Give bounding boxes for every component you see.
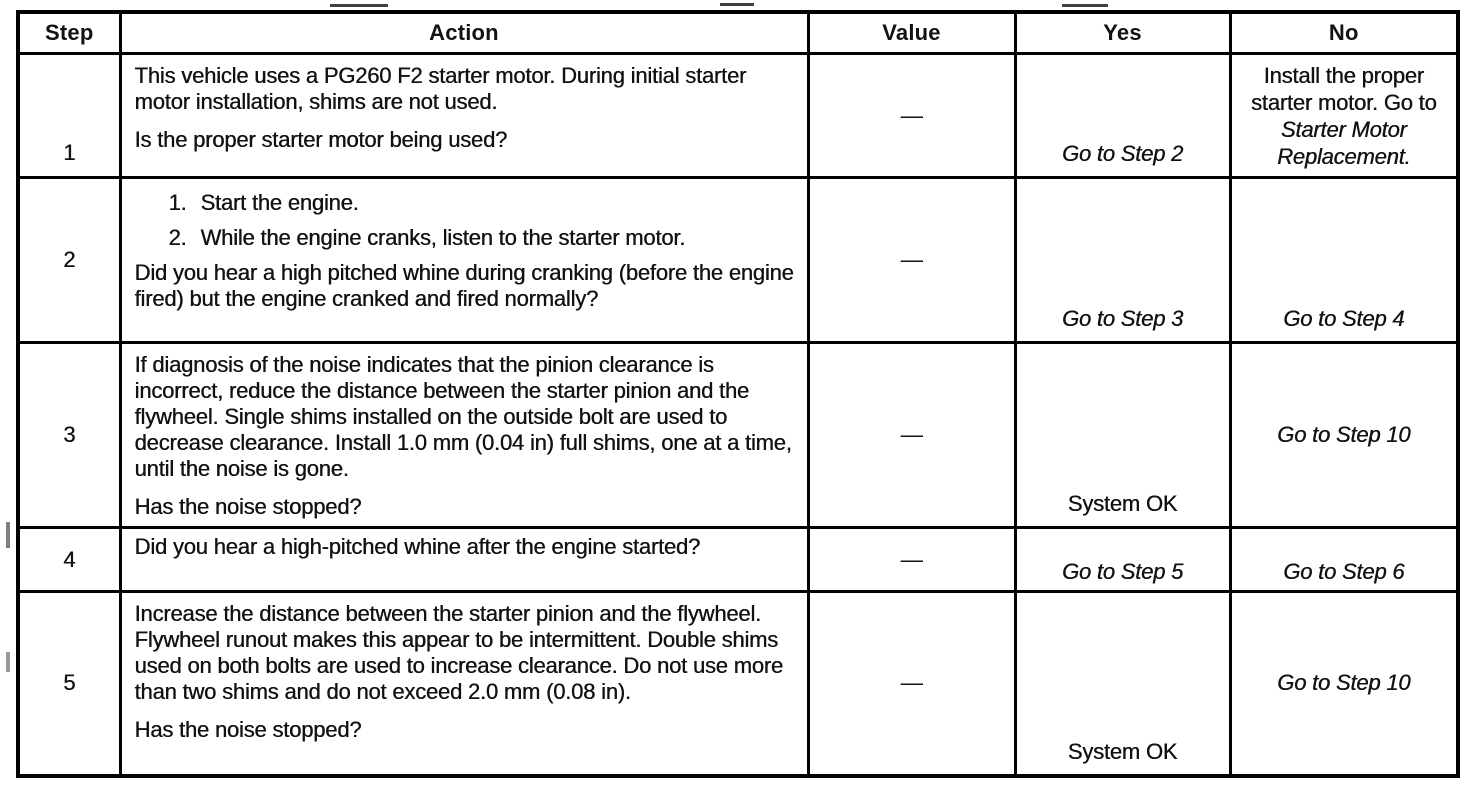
list-number: 1. [168,190,187,215]
yes-result: Go to Step 5 [1061,559,1184,584]
no-result: Go to Step 10 [1277,670,1411,696]
header-action: Action [118,10,810,55]
action-cell: This vehicle uses a PG260 F2 starter mot… [118,52,810,179]
yes-cell: System OK [1013,590,1232,777]
no-result-reference: Starter Motor Replacement. [1277,116,1411,169]
no-cell: Install the proper starter motor. Go to … [1228,52,1460,179]
no-cell: Go to Step 6 [1228,526,1460,593]
action-cell: 1. Start the engine. 2. While the engine… [118,176,810,344]
yes-cell: Go to Step 3 [1013,176,1232,344]
header-row: Step Action Value Yes No [16,10,1460,55]
no-result: Go to Step 10 [1277,422,1411,447]
scan-artifact [1062,4,1108,7]
value-dash: — [806,341,1017,529]
yes-cell: Go to Step 2 [1013,52,1232,179]
header-step: Step [16,10,122,55]
no-cell: Go to Step 10 [1228,590,1460,777]
step-number: 3 [16,341,122,529]
action-cell: Did you hear a high-pitched whine after … [118,526,810,593]
question-text: Is the proper starter motor being used? [134,127,508,152]
action-text: This vehicle uses a PG260 F2 starter mot… [134,63,747,114]
no-result: Install the proper starter motor. Go to [1250,62,1437,115]
yes-result: Go to Step 3 [1061,306,1184,331]
value-dash: — [806,590,1017,777]
diagnostic-table-scan: Step Action Value Yes No 1 This vehicle … [16,10,1460,778]
action-cell: If diagnosis of the noise indicates that… [118,341,810,529]
value-dash: — [806,176,1017,344]
scan-artifact [6,652,10,672]
no-cell: Go to Step 10 [1228,341,1460,529]
diagnostic-table: Step Action Value Yes No 1 This vehicle … [16,10,1460,778]
scan-artifact [6,522,10,548]
yes-cell: Go to Step 5 [1013,526,1232,593]
action-text: If diagnosis of the noise indicates that… [134,352,792,481]
step-number: 4 [16,526,122,593]
question-text: Has the noise stopped? [134,494,362,519]
action-list-item: 2. While the engine cranks, listen to th… [135,225,797,251]
action-list-item: 1. Start the engine. [135,190,797,216]
action-cell: Increase the distance between the starte… [118,590,810,777]
header-value: Value [806,10,1017,55]
scan-artifact [330,4,388,7]
table-row-step-1: 1 This vehicle uses a PG260 F2 starter m… [16,52,1460,179]
list-text: While the engine cranks, listen to the s… [200,225,686,250]
step-number: 2 [16,176,122,344]
value-dash: — [806,526,1017,593]
table-row-step-5: 5 Increase the distance between the star… [16,590,1460,777]
table-row-step-4: 4 Did you hear a high-pitched whine afte… [16,526,1460,593]
question-text: Has the noise stopped? [134,717,362,742]
value-dash: — [806,52,1017,179]
yes-result: System OK [1067,738,1178,764]
scan-artifact [720,3,754,6]
no-result: Go to Step 4 [1283,306,1405,331]
header-yes: Yes [1013,10,1232,55]
no-result: Go to Step 6 [1283,559,1405,584]
list-number: 2. [168,225,187,250]
header-no: No [1228,10,1460,55]
step-number: 1 [16,52,122,179]
yes-result: Go to Step 2 [1061,141,1184,166]
table-row-step-2: 2 1. Start the engine. 2. While the engi… [16,176,1460,344]
action-text: Increase the distance between the starte… [134,601,784,704]
step-number: 5 [16,590,122,777]
yes-cell: System OK [1013,341,1232,529]
table-row-step-3: 3 If diagnosis of the noise indicates th… [16,341,1460,529]
question-text: Did you hear a high pitched whine during… [134,260,794,311]
action-text: Did you hear a high-pitched whine after … [134,534,701,559]
list-text: Start the engine. [200,190,359,215]
no-cell: Go to Step 4 [1228,176,1460,344]
yes-result: System OK [1067,491,1178,516]
